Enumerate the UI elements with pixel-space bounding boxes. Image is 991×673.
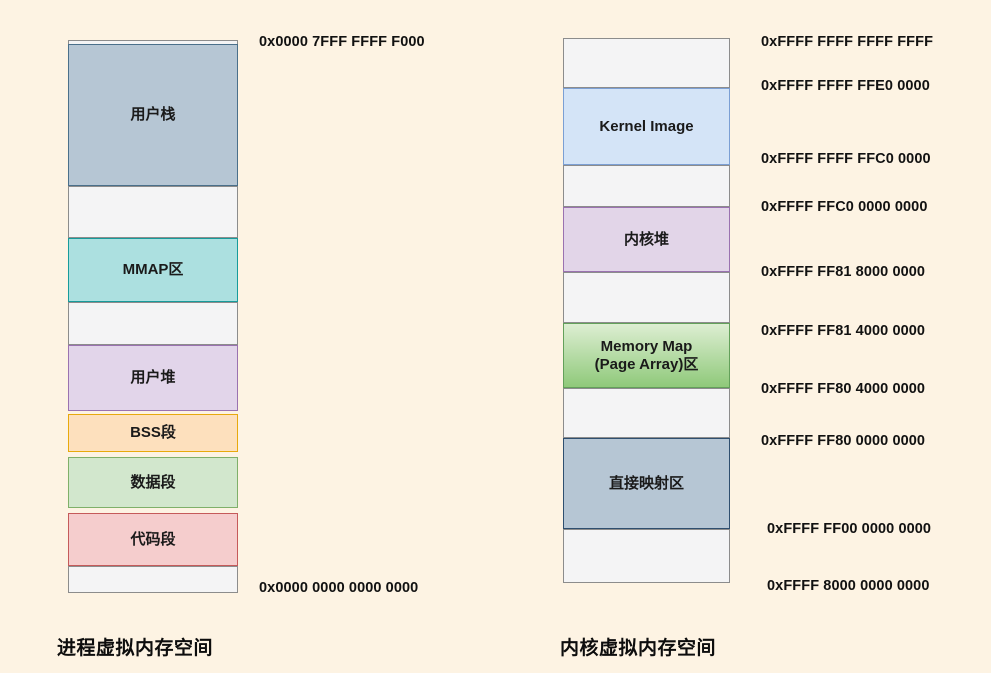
process-block-user-stack: 用户栈 <box>68 44 238 186</box>
process-block-code-label: 代码段 <box>130 530 176 548</box>
process-block-data-label: 数据段 <box>130 473 176 491</box>
kernel-block-kernel-image: Kernel Image <box>563 88 730 165</box>
kernel-block-gap-2 <box>563 272 730 323</box>
kernel-address-5: 0xFFFF FF81 4000 0000 <box>761 323 926 339</box>
kernel-block-direct-mapping: 直接映射区 <box>563 438 730 529</box>
kernel-block-direct-mapping-label: 直接映射区 <box>608 474 684 492</box>
kernel-block-memory-map-label: Memory Map (Page Array)区 <box>594 337 699 373</box>
kernel-block-gap-3 <box>563 388 730 438</box>
kernel-address-9: 0xFFFF 8000 0000 0000 <box>767 578 930 594</box>
process-block-bottom-gap <box>68 566 238 593</box>
kernel-block-top-gap <box>563 38 730 88</box>
kernel-block-kernel-image-label: Kernel Image <box>599 117 694 135</box>
kernel-block-kernel-heap-label: 内核堆 <box>623 230 669 248</box>
process-block-gap-1 <box>68 186 238 238</box>
kernel-block-bottom-gap <box>563 529 730 583</box>
process-block-user-stack-label: 用户栈 <box>130 106 176 124</box>
kernel-address-7: 0xFFFF FF80 0000 0000 <box>761 433 926 449</box>
process-memory-column: 用户栈 MMAP区 用户堆 BSS段 数据段 代码段 <box>68 40 238 593</box>
kernel-block-gap-1 <box>563 165 730 207</box>
process-block-user-heap: 用户堆 <box>68 345 238 411</box>
process-block-code: 代码段 <box>68 513 238 566</box>
kernel-address-1: 0xFFFF FFFF FFE0 0000 <box>761 78 930 94</box>
kernel-space-caption: 内核虚拟内存空间 <box>560 638 717 659</box>
process-block-mmap: MMAP区 <box>68 238 238 302</box>
kernel-address-6: 0xFFFF FF80 4000 0000 <box>761 381 926 397</box>
kernel-address-0: 0xFFFF FFFF FFFF FFFF <box>761 34 934 50</box>
process-address-bottom: 0x0000 0000 0000 0000 <box>259 580 419 596</box>
process-block-data: 数据段 <box>68 457 238 508</box>
kernel-block-kernel-heap: 内核堆 <box>563 207 730 272</box>
kernel-block-memory-map: Memory Map (Page Array)区 <box>563 323 730 388</box>
process-block-bss-label: BSS段 <box>130 424 176 442</box>
kernel-address-8: 0xFFFF FF00 0000 0000 <box>767 521 932 537</box>
process-block-bss: BSS段 <box>68 414 238 452</box>
kernel-address-2: 0xFFFF FFFF FFC0 0000 <box>761 151 931 167</box>
kernel-address-3: 0xFFFF FFC0 0000 0000 <box>761 199 928 215</box>
process-block-mmap-label: MMAP区 <box>122 261 184 279</box>
kernel-address-4: 0xFFFF FF81 8000 0000 <box>761 264 926 280</box>
process-block-user-heap-label: 用户堆 <box>130 369 176 387</box>
process-address-top: 0x0000 7FFF FFFF F000 <box>259 34 425 50</box>
kernel-memory-column: Kernel Image 内核堆 Memory Map (Page Array)… <box>563 38 730 583</box>
process-block-gap-2 <box>68 302 238 345</box>
process-space-caption: 进程虚拟内存空间 <box>57 638 214 659</box>
